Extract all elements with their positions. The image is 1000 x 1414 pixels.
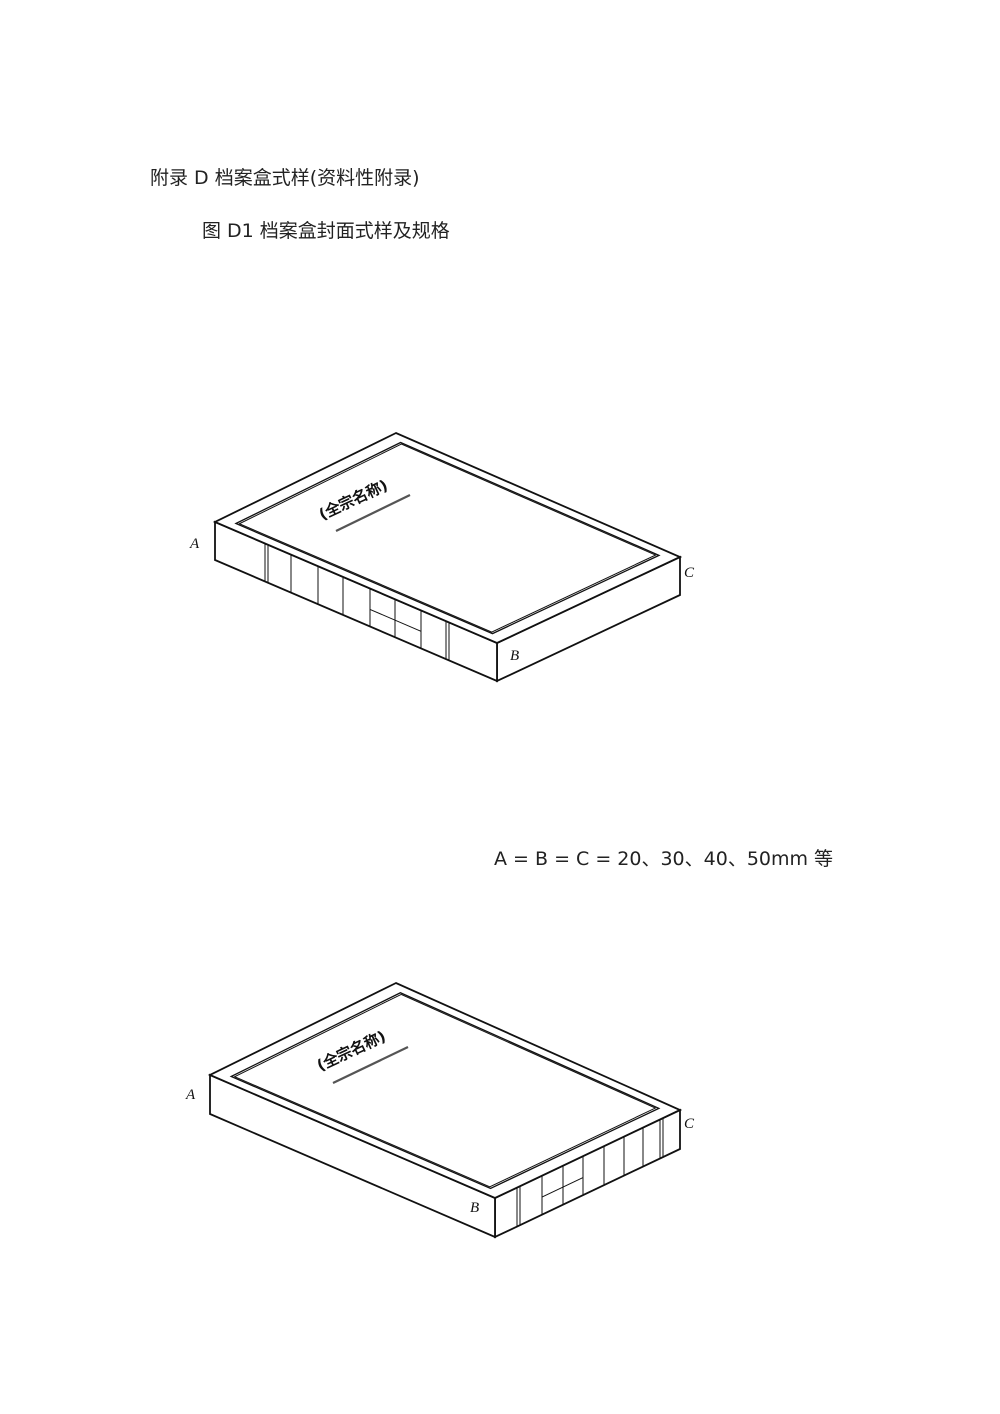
cover-frame-line <box>234 441 661 635</box>
dimension-label-c: C <box>684 565 695 581</box>
archive-box-diagram-spine-left: (全宗名称)ABC <box>189 432 695 683</box>
spec-note: A = B = C = 20、30、40、50mm 等 <box>494 848 834 870</box>
dimension-label-c: C <box>684 1116 695 1132</box>
spine-label-line <box>541 1177 584 1198</box>
appendix-title: 附录 D 档案盒式样(资料性附录) <box>150 167 420 189</box>
dimension-label-b: B <box>470 1200 479 1216</box>
archive-box-diagram-spine-right: (全宗名称)ABC <box>185 982 695 1239</box>
cover-title-underline <box>332 1046 409 1084</box>
box-top-face <box>207 982 683 1199</box>
box-details <box>229 992 664 1227</box>
cover-frame-line <box>229 992 661 1190</box>
cover-frame-line <box>238 443 657 633</box>
dimension-label-a: A <box>185 1087 196 1103</box>
box-top-face <box>212 432 683 644</box>
box-details <box>234 441 661 661</box>
dimension-label-a: A <box>189 536 200 552</box>
spine-label-line <box>369 608 422 632</box>
cover-title-underline <box>335 494 411 532</box>
dimension-label-b: B <box>510 648 519 664</box>
cover-frame-line <box>233 993 657 1188</box>
figure-caption: 图 D1 档案盒封面式样及规格 <box>202 220 450 242</box>
